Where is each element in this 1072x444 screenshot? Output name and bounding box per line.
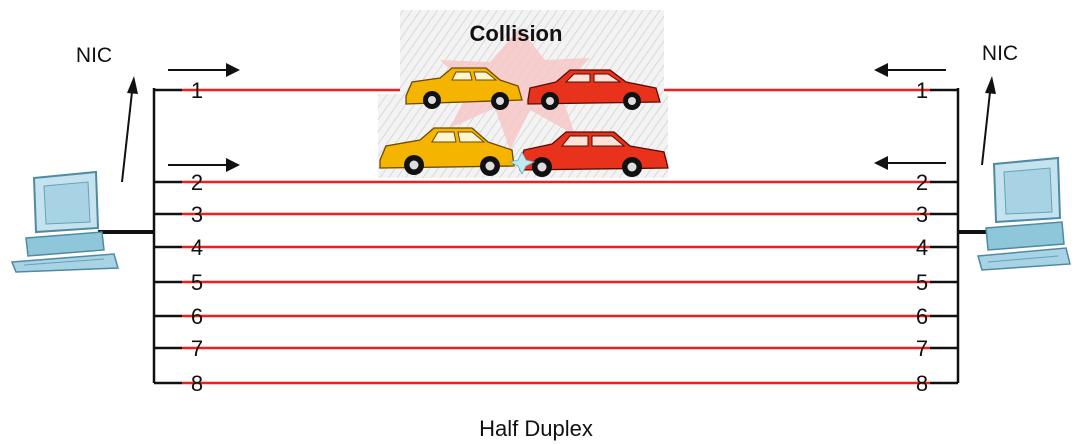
arrow-right-1 [168, 63, 240, 77]
desktop-computer-icon [10, 170, 119, 273]
arrow-left-2 [874, 156, 946, 170]
wire-number-left: 2 [191, 170, 203, 195]
wire-number-left: 4 [191, 235, 203, 260]
wire-number-left: 6 [191, 304, 203, 329]
yellow-car-top [405, 67, 523, 110]
wire-number-left: 7 [191, 336, 203, 361]
wire-number-left: 3 [191, 202, 203, 227]
wire-number-right: 2 [916, 170, 928, 195]
nic-pointer-right [981, 76, 996, 166]
wire-number-right: 8 [916, 371, 928, 396]
wire-number-left: 1 [191, 78, 203, 103]
wire-number-left: 8 [191, 371, 203, 396]
wire-number-left: 5 [191, 270, 203, 295]
yellow-car-bottom [379, 127, 515, 176]
red-car-top [527, 69, 661, 110]
nic-label-right: NIC [982, 42, 1018, 65]
desktop-computer-icon [977, 156, 1071, 271]
wire-number-right: 1 [916, 78, 928, 103]
nic-pointer-left [121, 76, 138, 183]
wire-number-right: 3 [916, 202, 928, 227]
nic-label-left: NIC [76, 44, 112, 67]
wire-number-right: 5 [916, 270, 928, 295]
arrow-left-1 [874, 63, 946, 77]
red-car-bottom [519, 131, 669, 177]
wire-number-right: 4 [916, 235, 928, 260]
collision-title: Collision [470, 21, 563, 46]
wire-number-right: 7 [916, 336, 928, 361]
caption: Half Duplex [479, 416, 593, 441]
arrow-right-2 [168, 158, 240, 172]
wire-number-right: 6 [916, 304, 928, 329]
car-crash-icon [379, 67, 669, 177]
